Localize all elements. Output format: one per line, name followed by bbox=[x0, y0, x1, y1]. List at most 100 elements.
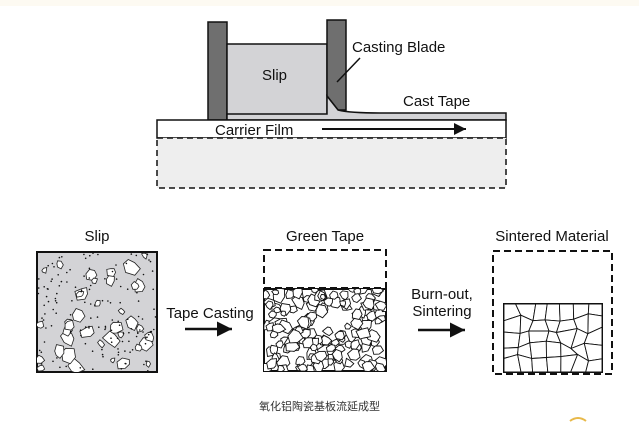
slip-dot bbox=[117, 351, 120, 354]
slip-dot bbox=[135, 254, 138, 257]
slip-dot bbox=[47, 300, 50, 303]
slip-particle bbox=[37, 320, 45, 329]
slip-dot bbox=[109, 302, 112, 304]
slip-dot bbox=[89, 284, 92, 287]
green-tape-microstructure bbox=[263, 249, 387, 372]
support-bed bbox=[156, 137, 507, 189]
green-grain bbox=[271, 323, 287, 335]
slip-particle bbox=[94, 299, 101, 307]
slip-dot bbox=[89, 303, 92, 305]
slip-particle bbox=[130, 280, 140, 290]
green-grain bbox=[351, 308, 363, 321]
slip-dot bbox=[61, 255, 63, 258]
slip-dot bbox=[59, 366, 61, 369]
slip-dot bbox=[124, 362, 126, 365]
carrier-film-label: Carrier Film bbox=[215, 122, 293, 139]
slip-dot bbox=[69, 331, 72, 334]
green-grain bbox=[321, 326, 334, 337]
slip-dot bbox=[56, 357, 58, 359]
slip-particle bbox=[71, 308, 86, 323]
slip-dot bbox=[102, 355, 104, 358]
green-grain bbox=[334, 330, 345, 341]
slip-dot bbox=[136, 291, 138, 294]
slip-dot bbox=[92, 368, 94, 371]
slip-particle bbox=[136, 323, 145, 333]
slip-particle bbox=[140, 252, 148, 260]
slip-dot bbox=[104, 328, 106, 331]
green-grain bbox=[351, 293, 362, 304]
slip-dot bbox=[56, 292, 58, 295]
slip-dot bbox=[130, 328, 133, 330]
green-grain bbox=[320, 293, 326, 301]
slip-dot bbox=[69, 314, 72, 316]
slip-dot bbox=[84, 342, 87, 345]
slip-dot bbox=[128, 331, 130, 334]
slip-particle bbox=[79, 325, 95, 338]
slip-dot bbox=[119, 301, 121, 304]
slip-dot bbox=[101, 353, 104, 356]
slip-dot bbox=[104, 327, 107, 329]
slip-dot bbox=[101, 348, 103, 351]
slip-dot bbox=[104, 325, 107, 328]
sintered-grain bbox=[560, 353, 579, 372]
slip-dot bbox=[88, 267, 91, 270]
green-grain bbox=[371, 345, 385, 355]
slip-dot bbox=[55, 301, 58, 304]
slip-dot bbox=[130, 253, 133, 255]
cast-tape bbox=[226, 93, 507, 121]
green-grain bbox=[311, 289, 319, 294]
slip-dot bbox=[110, 329, 113, 332]
slip-dot bbox=[107, 300, 109, 302]
slip-particle bbox=[56, 260, 64, 270]
green-grain bbox=[306, 364, 315, 371]
slip-dot bbox=[71, 300, 73, 302]
slip-dot bbox=[154, 316, 157, 318]
slip-dot bbox=[43, 304, 45, 307]
slip-dot bbox=[96, 316, 99, 318]
sintered-grain bbox=[529, 340, 547, 359]
slip-dot bbox=[45, 327, 47, 329]
slip-dot bbox=[41, 317, 43, 319]
green-grain bbox=[329, 290, 339, 300]
green-grain bbox=[275, 340, 284, 349]
cast-tape-label: Cast Tape bbox=[403, 93, 470, 110]
slip-dot bbox=[111, 319, 114, 321]
slip-dot bbox=[46, 288, 49, 290]
slip-dot bbox=[137, 315, 140, 318]
green-grain bbox=[287, 328, 304, 344]
slip-dot bbox=[147, 370, 149, 372]
slip-particle bbox=[116, 357, 130, 370]
slip-dot bbox=[45, 295, 48, 298]
slip-dot bbox=[91, 350, 94, 353]
green-grain bbox=[313, 350, 328, 363]
casting-blade-leader bbox=[336, 57, 361, 83]
slip-dot bbox=[94, 304, 96, 306]
slip-dot bbox=[101, 299, 104, 302]
green-grain bbox=[346, 348, 361, 361]
slip-dot bbox=[143, 363, 145, 366]
slip-dot bbox=[110, 337, 112, 340]
green-grain bbox=[344, 340, 353, 349]
slip-dot bbox=[40, 351, 43, 354]
slip-particle bbox=[125, 315, 139, 332]
green-grain bbox=[269, 330, 279, 339]
slip-dot bbox=[66, 281, 68, 283]
slip-dot bbox=[89, 254, 91, 257]
slip-particle bbox=[60, 330, 75, 347]
slip-dot bbox=[80, 289, 83, 292]
slip-dot bbox=[92, 252, 94, 254]
slip-dot bbox=[137, 332, 139, 335]
green-grain bbox=[277, 364, 286, 371]
green-grain bbox=[265, 300, 274, 311]
stage-sintered-title: Sintered Material bbox=[495, 228, 608, 245]
slip-particle bbox=[105, 275, 115, 287]
slip-particle bbox=[37, 364, 46, 372]
slip-particle bbox=[37, 354, 46, 364]
sintered-grain bbox=[570, 353, 590, 372]
slip-dot bbox=[58, 285, 61, 287]
green-grain bbox=[330, 338, 340, 347]
slip-dot bbox=[110, 341, 113, 344]
slip-dot bbox=[60, 280, 63, 283]
green-grain bbox=[339, 300, 347, 308]
